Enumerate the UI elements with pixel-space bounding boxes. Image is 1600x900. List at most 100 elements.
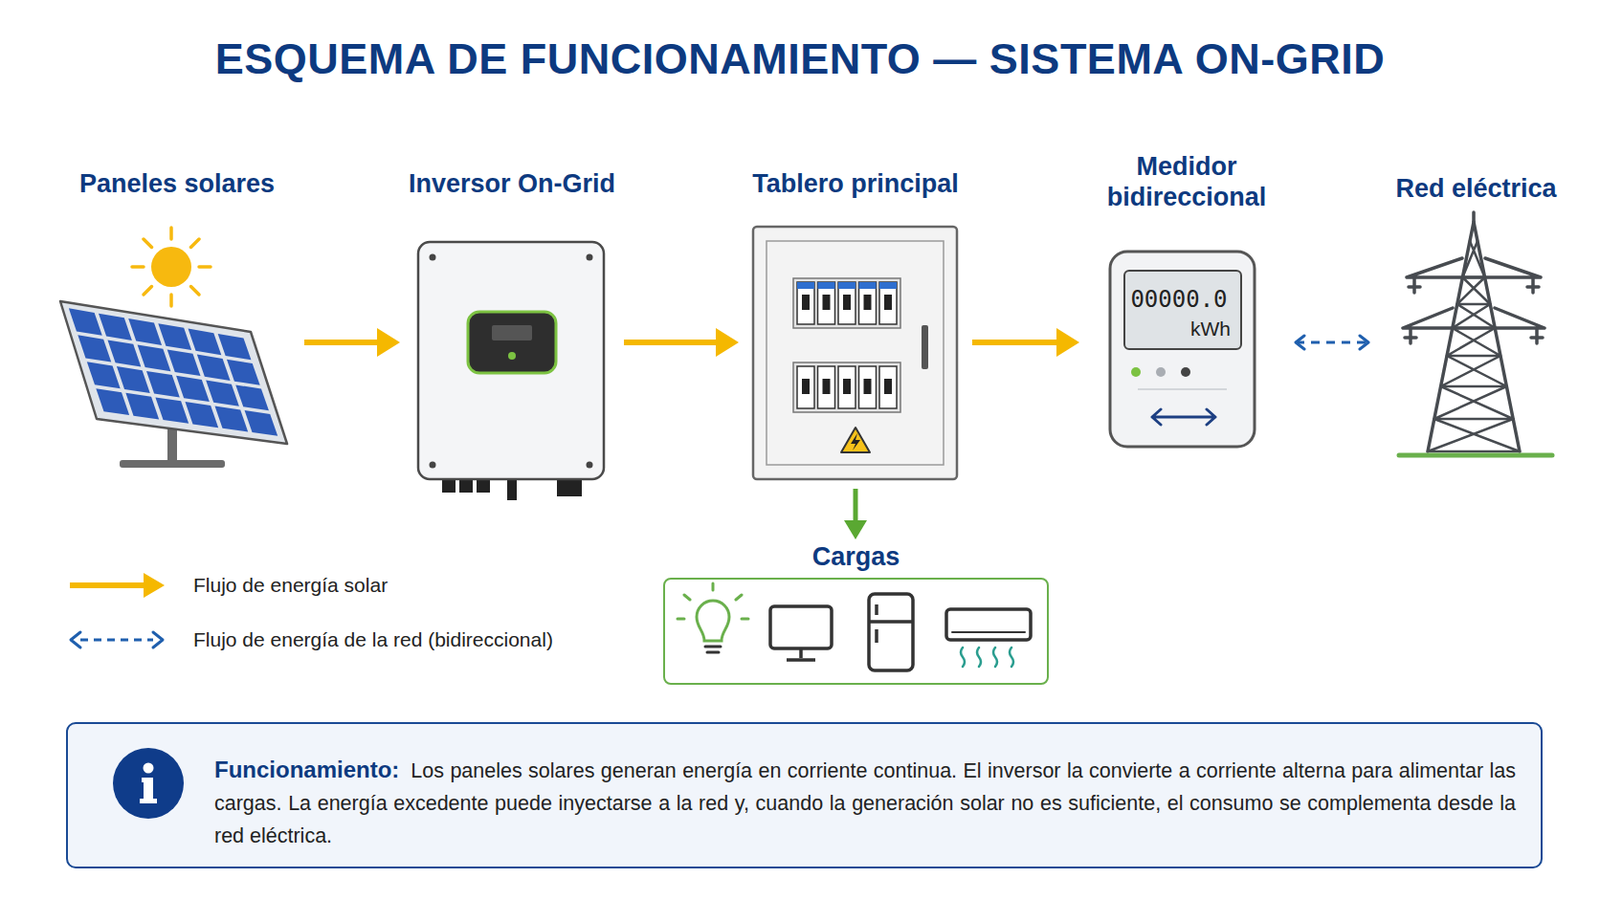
- loads-node: Cargas: [663, 541, 1049, 686]
- breaker: [797, 282, 815, 325]
- board-body: [753, 226, 957, 480]
- breaker-switch: [822, 294, 831, 311]
- solar-cell: [146, 371, 180, 399]
- energy-flow-connector: [623, 339, 724, 346]
- sun-ray: [143, 239, 152, 247]
- legend-item: Flujo de energía de la red (bidirecciona…: [193, 625, 554, 655]
- solar-cell: [205, 380, 240, 407]
- solar-flow-sample: [69, 582, 148, 589]
- grid-flow-heads: [70, 632, 163, 648]
- brace: [1457, 277, 1490, 305]
- bulb-glass: [696, 600, 730, 642]
- meter-divider: [1137, 388, 1227, 391]
- solar-flow-head: [143, 573, 165, 599]
- sun-icon: [132, 227, 211, 307]
- brace: [1434, 386, 1513, 420]
- breaker-switch: [884, 378, 892, 395]
- tower-legs: [1427, 222, 1520, 452]
- brace: [1446, 328, 1501, 356]
- main-board-node: Tablero principal: [746, 164, 965, 486]
- solar-cell: [87, 361, 121, 389]
- monitor-screen: [770, 606, 832, 649]
- diagram-title: ESQUEMA DE FUNCIONAMIENTO — SISTEMA ON-G…: [215, 34, 1385, 85]
- door-handle: [921, 325, 929, 370]
- breaker-switch: [864, 378, 872, 395]
- bulb-base: [705, 646, 721, 653]
- breakers: [797, 282, 897, 409]
- component-label: Inversor On-Grid: [408, 168, 616, 200]
- energy-flow-connector: [972, 339, 1065, 346]
- breaker: [859, 282, 877, 325]
- component-label: Paneles solares: [79, 168, 275, 200]
- meter-display: [1124, 270, 1242, 350]
- breaker-switch: [801, 294, 810, 311]
- meter-body: [1110, 251, 1255, 447]
- text-holder: kWh: [1120, 316, 1231, 342]
- solar-panel: [60, 301, 288, 468]
- legend-label: Flujo de energía de la red (bidirecciona…: [193, 625, 554, 655]
- solar-cell: [95, 388, 130, 416]
- transmission-tower: [1402, 212, 1545, 452]
- solar-cell: [128, 318, 162, 346]
- breaker-band: [879, 282, 897, 289]
- brace: [1427, 419, 1520, 452]
- loads-frame: [663, 577, 1049, 686]
- bidirectional-symbol: [1152, 409, 1216, 425]
- inverter-display: [467, 311, 556, 374]
- breaker-rail: [793, 362, 901, 413]
- meter-led: [1155, 367, 1166, 378]
- light-bulb-icon: [677, 583, 749, 653]
- sun-ray: [132, 265, 144, 269]
- text-holder: Cargas: [663, 541, 1049, 573]
- meter-reading: kWh: [1190, 316, 1231, 342]
- breaker-band: [818, 282, 836, 289]
- screw: [586, 462, 594, 469]
- inverter-node: Inversor On-Grid: [407, 164, 617, 486]
- info-heading: Funcionamiento:: [214, 756, 400, 783]
- solar-cell: [176, 376, 210, 402]
- panel-cells: [68, 308, 278, 437]
- meter-led: [1180, 367, 1191, 378]
- breaker-switch: [884, 294, 892, 311]
- insulators: [1404, 212, 1543, 344]
- solar-cell: [125, 393, 159, 421]
- ground-line: [1399, 453, 1553, 459]
- solar-cell: [226, 359, 261, 386]
- tower-bracing: [1427, 241, 1520, 452]
- sun-ray: [169, 227, 174, 240]
- legend-samples: [69, 573, 165, 648]
- energy-flow-connector: [853, 488, 859, 529]
- air-flow: [960, 647, 1014, 667]
- solar-panels-node: Paneles solares: [57, 164, 297, 481]
- text-holder: Red eléctrica: [1377, 173, 1575, 204]
- breaker-band: [838, 282, 856, 289]
- breaker: [859, 366, 877, 409]
- component-label: Tablero principal: [752, 168, 959, 200]
- info-stem: [139, 777, 157, 804]
- breaker-switch: [843, 294, 851, 311]
- info-paragraph: Funcionamiento:Los paneles solares gener…: [214, 755, 1516, 854]
- breaker: [838, 282, 856, 325]
- sun-ray: [169, 294, 174, 307]
- solar-cell: [197, 355, 231, 381]
- grid-node: Red eléctrica: [1377, 164, 1575, 462]
- component-label: Medidor bidireccional: [1087, 151, 1287, 213]
- solar-cell: [137, 344, 172, 372]
- text-holder: Tablero principal: [746, 168, 965, 200]
- panel-frame: [60, 301, 288, 445]
- screw: [429, 254, 437, 262]
- breaker: [818, 366, 836, 409]
- breaker-switch: [843, 378, 851, 395]
- breaker: [818, 282, 836, 325]
- panel-base: [119, 460, 225, 468]
- energy-flow-connector: [304, 339, 385, 346]
- solar-cell: [188, 329, 223, 356]
- ac-body: [946, 609, 1031, 641]
- text-holder: Paneles solares: [57, 168, 297, 200]
- warning-sign: [841, 427, 870, 453]
- solar-cell: [77, 334, 112, 362]
- lightning-symbol: [850, 433, 861, 451]
- inverter-body: [418, 242, 604, 480]
